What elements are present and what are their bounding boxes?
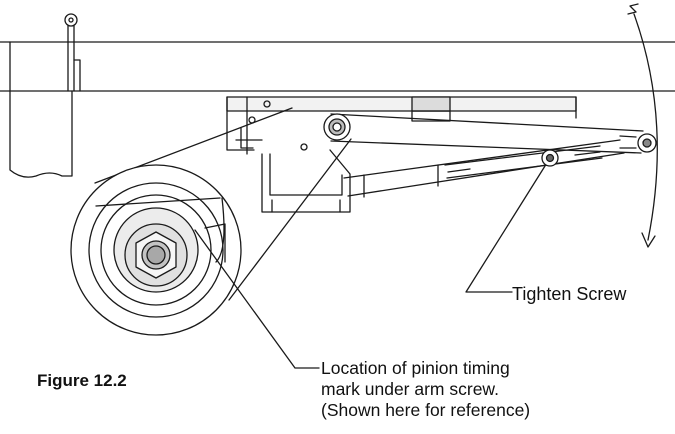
magnified-pinion-detail <box>70 164 242 336</box>
leader-lines <box>194 165 546 369</box>
closer-bracket <box>226 96 577 213</box>
hinge-pin <box>64 13 81 92</box>
figure-caption: Figure 12.2 <box>37 371 127 390</box>
pinion-timing-callout-line-2: mark under arm screw. <box>321 379 499 399</box>
frame-header <box>0 41 675 178</box>
pinion-timing-callout: Location of pinion timing mark under arm… <box>321 358 530 421</box>
forearm <box>343 139 625 198</box>
pinion-timing-callout-line-1: Location of pinion timing <box>321 358 510 378</box>
tighten-screw-callout: Tighten Screw <box>512 284 627 304</box>
main-arm <box>323 113 657 154</box>
pinion-timing-callout-line-3: (Shown here for reference) <box>321 400 531 420</box>
swing-direction-arrow <box>627 3 658 248</box>
